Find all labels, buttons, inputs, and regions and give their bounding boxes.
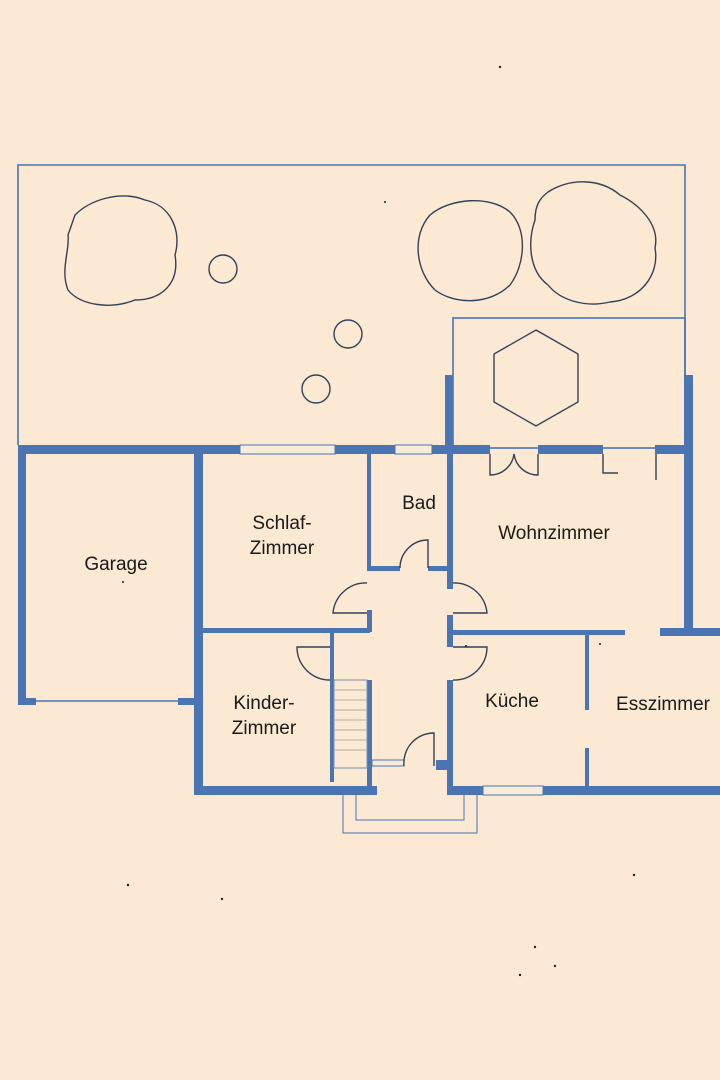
- room-label-schlafzimmer-line1: Schlaf-: [252, 513, 311, 534]
- doors: [296, 453, 657, 767]
- tree: [64, 195, 178, 306]
- room-label-wohnzimmer: Wohnzimmer: [498, 523, 610, 544]
- terrace: [452, 317, 686, 449]
- hexagon-table: [493, 329, 579, 427]
- staircase: [333, 679, 368, 769]
- specks: [122, 65, 636, 977]
- entrance-porch: [342, 795, 478, 834]
- room-label-esszimmer: Esszimmer: [616, 694, 711, 715]
- room-label-kinderzimmer-line2: Zimmer: [232, 718, 297, 739]
- lot-boundary: [17, 164, 686, 445]
- shrub: [208, 254, 238, 284]
- tree: [530, 181, 657, 305]
- room-label-schlafzimmer-line2: Zimmer: [250, 538, 315, 559]
- shrub: [301, 374, 331, 404]
- room-label-garage: Garage: [84, 554, 147, 575]
- room-label-kueche: Küche: [485, 691, 539, 712]
- walls: [18, 375, 720, 796]
- tree: [417, 200, 524, 302]
- shrub: [333, 319, 363, 349]
- room-label-kinderzimmer-line1: Kinder-: [233, 693, 294, 714]
- room-label-bad: Bad: [402, 493, 436, 514]
